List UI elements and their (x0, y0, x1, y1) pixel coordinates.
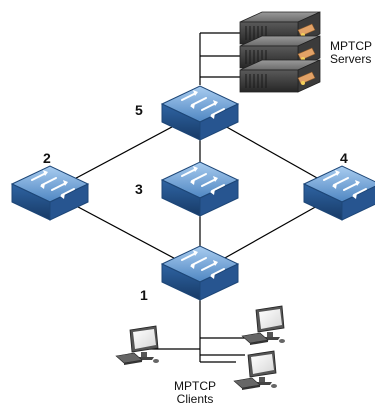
node-label-2: 2 (43, 150, 51, 166)
computer-icon (233, 350, 278, 391)
node-label-1: 1 (140, 287, 148, 303)
client-connections (150, 292, 250, 363)
servers-caption-line1: MPTCP (330, 39, 372, 53)
switch-icon (303, 165, 375, 221)
clients-caption-line2: Clients (176, 392, 214, 406)
server-connections (199, 32, 240, 85)
servers-caption-line2: Servers (330, 52, 372, 66)
switch-icon (161, 161, 239, 217)
servers-caption: MPTCP Servers (330, 40, 375, 66)
computer-icon (241, 305, 286, 346)
node-label-4: 4 (340, 150, 348, 166)
clients-caption: MPTCP Clients (165, 380, 225, 406)
switch-icon (161, 245, 239, 301)
server-icon (239, 11, 321, 93)
clients-caption-line1: MPTCP (174, 379, 216, 393)
computer-icon (115, 325, 160, 366)
switch-icon (161, 85, 239, 141)
node-label-5: 5 (135, 102, 143, 118)
switch-icon (11, 165, 89, 221)
node-label-3: 3 (135, 181, 143, 197)
